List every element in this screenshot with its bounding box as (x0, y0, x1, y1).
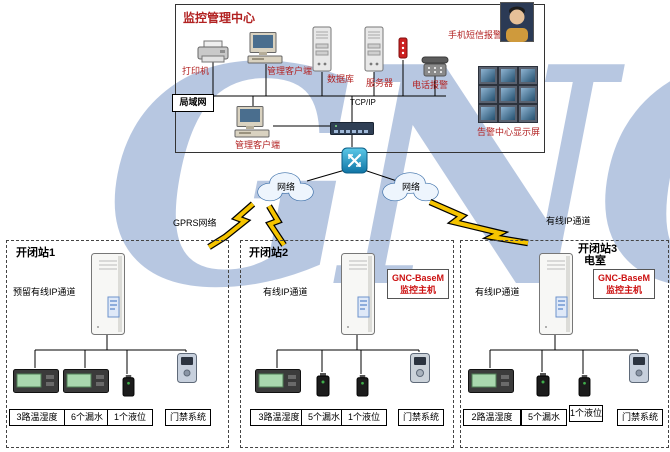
wired-ip-channel-label: 有线IP通道 (546, 216, 591, 226)
station2-name: 开闭站2 (249, 247, 289, 259)
level-sensor-icon (122, 375, 135, 397)
lan-label-box: 局域网 (172, 94, 214, 112)
sms-alarm-label: 手机短信报警 (448, 30, 503, 40)
access-reader-icon (177, 353, 197, 383)
management-client2-icon (233, 106, 273, 138)
database-label: 数据库 (327, 74, 355, 84)
management-client2-label: 管理客户端 (235, 140, 281, 150)
sensor-label: 1个液位 (107, 409, 153, 426)
printer-icon (196, 40, 230, 64)
sensor-label: 门禁系统 (617, 409, 663, 426)
alarm-beacon-icon (398, 36, 408, 60)
server-label: 服务器 (366, 78, 394, 88)
leak-sensor-icon (316, 373, 330, 397)
tcpip-label: TCP/IP (350, 98, 376, 107)
station2-channel-label: 有线IP通道 (263, 287, 308, 297)
network-switch-icon (330, 122, 374, 135)
database-server-icon (312, 26, 332, 72)
leak-controller-icon (63, 369, 109, 393)
station3-room-label: 电室 (584, 255, 606, 267)
station-box-3: 开闭站3 电室 有线IP通道 GNC-BaseM 监控主机 2路温湿度 5个漏水… (460, 240, 669, 448)
temp-humidity-controller-icon (468, 369, 514, 393)
center-title: 监控管理中心 (183, 11, 256, 25)
app-server-icon (364, 26, 384, 72)
station1-host-device-icon (91, 253, 125, 335)
temp-humidity-controller-icon (255, 369, 301, 393)
cloud-right-label: 网络 (401, 182, 420, 192)
station3-host-name-label: GNC-BaseM 监控主机 (593, 269, 655, 299)
sensor-label: 3路温湿度 (9, 409, 65, 426)
telephone-icon (420, 56, 450, 78)
station2-host-device-icon (341, 253, 375, 335)
access-reader-icon (629, 353, 649, 383)
alarm-display-wall-icon (478, 66, 538, 123)
sensor-label: 门禁系统 (398, 409, 444, 426)
host-name-line1: GNC-BaseM (391, 273, 444, 283)
host-name-line2: 监控主机 (399, 285, 436, 295)
printer-label: 打印机 (182, 66, 210, 76)
access-reader-icon (409, 353, 431, 383)
operator-photo (500, 2, 534, 42)
sensor-label: 门禁系统 (165, 409, 211, 426)
sensor-label: 5个漏水 (521, 409, 567, 426)
sensor-label: 1个液位 (341, 409, 387, 426)
station3-name: 开闭站3 (578, 243, 618, 255)
station-box-2: 开闭站2 有线IP通道 GNC-BaseM 监控主机 3路温湿度 5个漏水 1个… (240, 240, 454, 448)
lightning-bolt-3 (428, 199, 529, 247)
leak-sensor-icon (536, 373, 550, 397)
phone-alarm-label: 电话报警 (412, 80, 449, 90)
gprs-network-label: GPRS网络 (173, 218, 217, 228)
sensor-label: 2路温湿度 (463, 409, 521, 426)
station1-name: 开闭站1 (16, 247, 56, 259)
sensor-label: 5个漏水 (301, 409, 347, 426)
station1-channel-label: 预留有线IP通道 (13, 287, 76, 297)
sensor-label: 1个液位 (569, 405, 603, 422)
sensor-label: 3路温湿度 (250, 409, 308, 426)
host-name-line2: 监控主机 (605, 285, 642, 295)
station3-channel-label: 有线IP通道 (475, 287, 520, 297)
alarm-wall-label: 告警中心显示屏 (477, 127, 541, 137)
cloud-left-label: 网络 (276, 182, 295, 192)
temp-humidity-controller-icon (13, 369, 59, 393)
core-router-icon (341, 147, 368, 174)
management-client-label: 管理客户端 (267, 66, 313, 76)
level-sensor-icon (356, 375, 369, 397)
level-sensor-icon (578, 375, 591, 397)
station3-host-device-icon (539, 253, 573, 335)
station-box-1: 开闭站1 预留有线IP通道 3路温湿度 6个漏水 1个液位 门禁系统 (6, 240, 229, 448)
management-client-icon (246, 32, 286, 64)
sensor-label: 6个漏水 (64, 409, 110, 426)
host-name-line1: GNC-BaseM (597, 273, 650, 283)
station2-host-name-label: GNC-BaseM 监控主机 (387, 269, 449, 299)
